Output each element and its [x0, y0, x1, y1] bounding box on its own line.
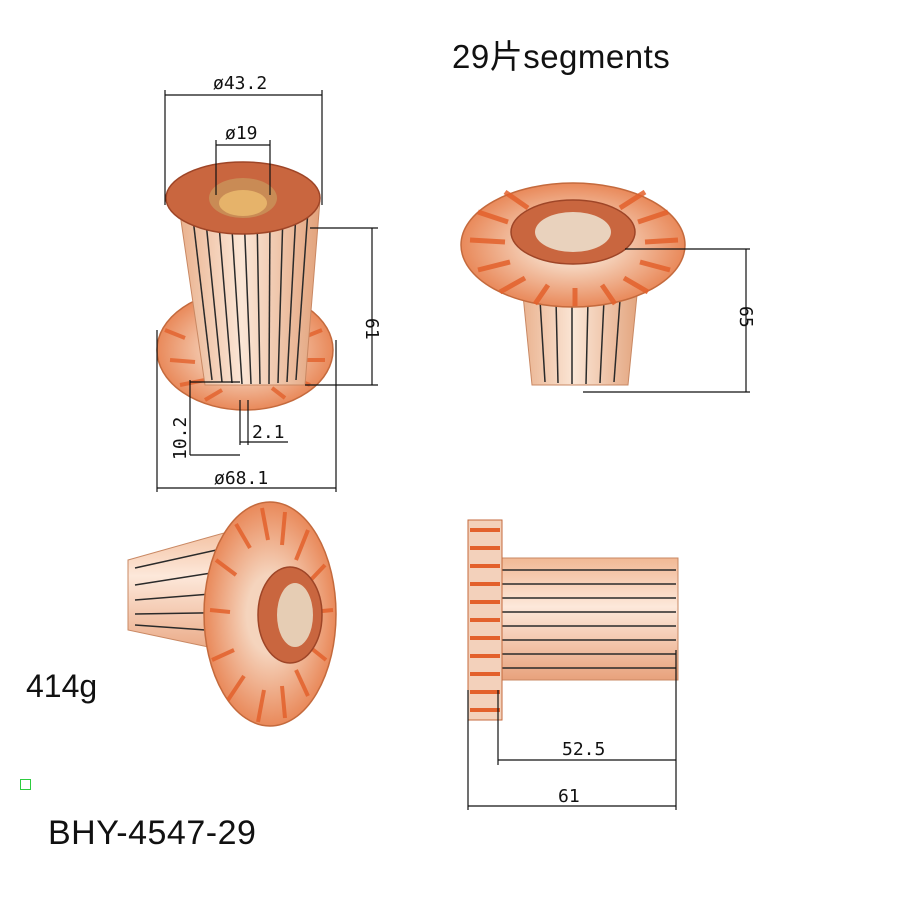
green-square-marker [20, 779, 31, 790]
dim-total-length: 61 [558, 786, 580, 807]
weight-label: 414g [26, 668, 98, 704]
dim-slot: 2.1 [252, 422, 285, 443]
dim-riser: 10.2 [170, 417, 191, 460]
dim-height-total: 65 [735, 306, 756, 328]
view-flange-top: 65 [460, 182, 756, 393]
segments-count-label: 29片segments [452, 38, 671, 75]
model-number-label: BHY-4547-29 [48, 814, 257, 852]
dim-bore: ø19 [225, 123, 258, 144]
dim-outer-top: ø43.2 [213, 73, 267, 94]
view-side-dimensioned: 52.5 61 [467, 519, 679, 810]
dim-outer-riser: ø68.1 [214, 468, 268, 489]
view-front-dimensioned: ø43.2 ø19 61 10.2 2.1 ø68.1 [156, 73, 382, 492]
dim-barrel-length: 52.5 [562, 739, 605, 760]
dim-height-barrel: 61 [361, 318, 382, 340]
view-angled-bore [127, 501, 337, 727]
